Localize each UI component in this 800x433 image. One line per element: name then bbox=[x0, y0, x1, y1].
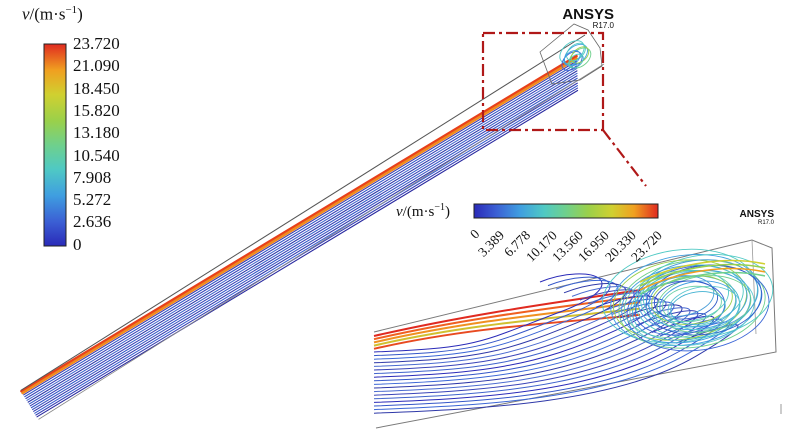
inset-duct-outline bbox=[373, 239, 777, 429]
inset-legend-title: v/(m·s−1) bbox=[396, 202, 450, 220]
inset-vortex-loop bbox=[670, 291, 726, 325]
inset-colorbar bbox=[473, 203, 659, 219]
inset-jet-streamline bbox=[373, 301, 641, 344]
inset-jet-streamline bbox=[373, 289, 641, 337]
callout-box bbox=[481, 31, 605, 132]
inset-vortex-loop bbox=[637, 259, 759, 333]
inset-vortex-loop bbox=[667, 285, 741, 331]
inset-high-velocity-streak bbox=[639, 267, 766, 291]
main-legend-tick: 23.720 bbox=[73, 34, 120, 53]
streamline bbox=[30, 77, 578, 409]
main-legend-tick: 0 bbox=[73, 234, 82, 254]
streamline bbox=[34, 85, 578, 414]
vortex-line bbox=[570, 46, 590, 64]
main-legend-tick: 18.450 bbox=[73, 78, 120, 98]
ansys-logo-inset: ANSYS R17.0 bbox=[739, 209, 774, 227]
streamline bbox=[35, 87, 579, 416]
inset-vortex-loop bbox=[626, 264, 770, 352]
main-legend-tick: 2.636 bbox=[73, 212, 112, 232]
inset-streamline bbox=[373, 307, 691, 393]
inset-streamline bbox=[373, 315, 715, 403]
inset-zoom-view bbox=[373, 239, 782, 429]
inset-vortex-loop bbox=[629, 269, 755, 347]
ansys-logo-main: ANSYS R17.0 bbox=[562, 6, 614, 30]
streamline bbox=[36, 89, 579, 418]
inset-vortex-loop bbox=[645, 264, 763, 336]
main-legend-tick: 10.540 bbox=[73, 145, 120, 165]
inset-vortex-loop bbox=[662, 285, 722, 323]
inset-vortex-loop bbox=[659, 280, 737, 328]
inset-streamline bbox=[373, 276, 611, 357]
inset-streamline bbox=[373, 289, 643, 371]
inset-high-velocity-streak bbox=[639, 271, 766, 295]
inset-jet-streamline bbox=[373, 313, 641, 350]
main-pipe-streamlines bbox=[20, 23, 605, 420]
main-legend-tick: 13.180 bbox=[73, 123, 120, 143]
inset-streamline bbox=[373, 286, 635, 367]
inset-high-velocity-streak bbox=[639, 259, 766, 283]
vortex-line bbox=[563, 50, 581, 66]
outlet-chamber bbox=[539, 23, 603, 85]
streamline bbox=[21, 57, 578, 395]
inset-streamline bbox=[373, 273, 603, 353]
inset-vortex-loop bbox=[651, 275, 733, 325]
main-legend-tick: 15.820 bbox=[73, 100, 120, 120]
streamline bbox=[25, 65, 578, 400]
streamline bbox=[32, 80, 578, 411]
inset-vortex-loop bbox=[653, 280, 719, 320]
vortex-line bbox=[566, 42, 586, 62]
inset-high-velocity-streak bbox=[639, 263, 766, 287]
inset-streamline bbox=[373, 292, 651, 375]
streamline bbox=[23, 60, 578, 396]
inset-jet-streamline bbox=[373, 307, 641, 347]
inset-streamline bbox=[373, 279, 619, 360]
duct-wall bbox=[20, 34, 586, 391]
main-legend-title: v/(m·s−1) bbox=[22, 4, 83, 24]
streamline bbox=[28, 72, 578, 405]
inset-streamline bbox=[373, 318, 723, 407]
callout-leader bbox=[602, 129, 647, 187]
inset-streamline bbox=[373, 310, 699, 396]
inset-streamline bbox=[373, 321, 731, 411]
inset-streamline bbox=[373, 304, 683, 389]
inset-vortex-loop bbox=[634, 254, 774, 338]
main-colorbar bbox=[43, 43, 67, 247]
vortex-line bbox=[568, 53, 584, 69]
streamline bbox=[26, 67, 578, 401]
main-legend-tick: 7.908 bbox=[73, 167, 112, 187]
streamline bbox=[29, 75, 578, 407]
streamline bbox=[27, 70, 578, 403]
streamline bbox=[24, 62, 578, 398]
duct-wall bbox=[38, 63, 605, 420]
inset-streamline bbox=[373, 298, 667, 382]
inset-vortex-loop bbox=[618, 259, 766, 349]
main-legend-tick: 5.272 bbox=[73, 190, 112, 210]
inset-streamline bbox=[373, 283, 627, 364]
main-legend-tick: 21.090 bbox=[73, 56, 120, 76]
